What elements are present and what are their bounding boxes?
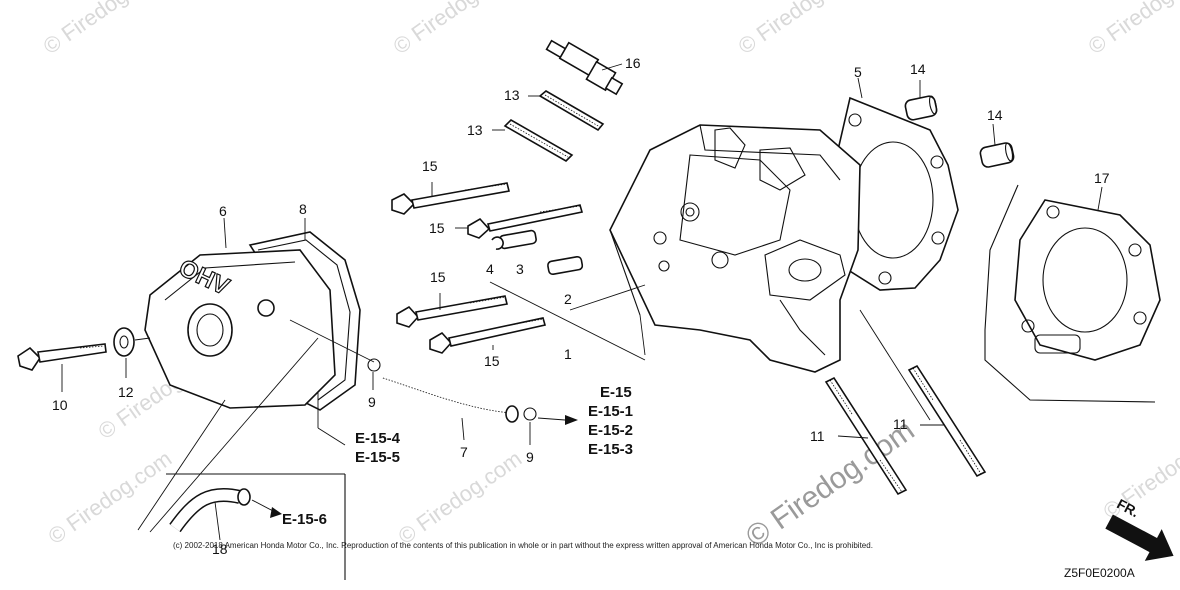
- callout-4: 4: [486, 261, 494, 277]
- callout-18: 18: [212, 541, 228, 557]
- reference-labels: E-15 E-15-1 E-15-2 E-15-3 E-15-4 E-15-5 …: [282, 384, 633, 528]
- diagram-code: Z5F0E0200A: [1064, 566, 1135, 580]
- head-bolts: [391, 182, 584, 354]
- stud-bolts: [492, 90, 605, 162]
- dowel-pins-14: [904, 80, 1015, 168]
- callout-8: 8: [299, 201, 307, 217]
- watermark-text: © Firedog.com: [734, 0, 867, 59]
- watermark-text: © Firedog.com: [389, 0, 522, 59]
- watermark-text: © Firedog.com: [1084, 0, 1180, 59]
- breather-tube: [289, 319, 578, 445]
- callout-3: 3: [516, 261, 524, 277]
- reference-e15: E-15: [600, 384, 632, 401]
- callout-10: 10: [52, 397, 68, 413]
- callout-15: 15: [430, 269, 446, 285]
- callout-14: 14: [987, 107, 1003, 123]
- callout-1: 1: [564, 346, 572, 362]
- copyright-notice: (c) 2002-2018 American Honda Motor Co., …: [173, 541, 873, 550]
- watermark-text: © Firedog.com: [39, 0, 172, 59]
- callout-5: 5: [854, 64, 862, 80]
- gasket-17: [984, 184, 1161, 403]
- cylinder-head: [489, 124, 861, 373]
- callout-15: 15: [484, 353, 500, 369]
- callout-12: 12: [118, 384, 134, 400]
- callout-2: 2: [564, 291, 572, 307]
- callout-7: 7: [460, 444, 468, 460]
- cover-bolt-washer: [17, 327, 151, 392]
- callout-13: 13: [467, 122, 483, 138]
- callout-9: 9: [368, 394, 376, 410]
- reference-e15-6: E-15-6: [282, 511, 327, 528]
- callout-labels: 1 2 3 4 5 6 7 8 9 9 10 11 11 12 13 13 14…: [52, 55, 1110, 557]
- callout-15: 15: [422, 158, 438, 174]
- callout-15: 15: [429, 220, 445, 236]
- reference-e15-3: E-15-3: [588, 441, 633, 458]
- dowels-and-clips: [491, 229, 584, 276]
- watermark-text: © Firedog.com: [44, 446, 177, 549]
- watermark-text: © Firedog.com: [394, 446, 527, 549]
- reference-e15-2: E-15-2: [588, 422, 633, 439]
- callout-14: 14: [910, 61, 926, 77]
- callout-17: 17: [1094, 170, 1110, 186]
- callout-6: 6: [219, 203, 227, 219]
- long-studs-11: [824, 309, 987, 496]
- hose-inset: [137, 337, 346, 580]
- callout-11: 11: [893, 416, 908, 432]
- reference-e15-4: E-15-4: [355, 430, 401, 447]
- reference-e15-5: E-15-5: [355, 449, 400, 466]
- reference-e15-1: E-15-1: [588, 403, 633, 420]
- callout-11: 11: [810, 428, 825, 444]
- spark-plug: [545, 39, 624, 96]
- callout-13: 13: [504, 87, 520, 103]
- callout-9: 9: [526, 449, 534, 465]
- callout-16: 16: [625, 55, 641, 71]
- valve-cover-6: OHV: [144, 217, 336, 409]
